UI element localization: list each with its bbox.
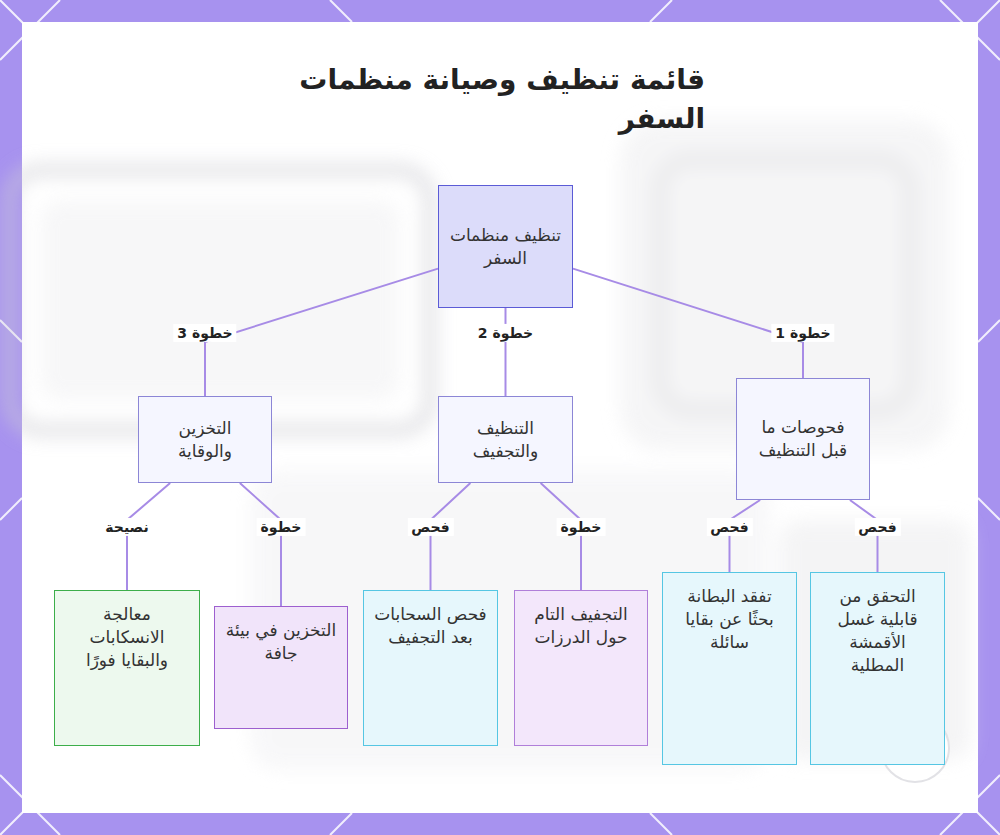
edge-label: خطوة — [257, 518, 306, 536]
edge-label: خطوة 2 — [474, 324, 537, 342]
step-box: التخزين والوقاية — [138, 396, 272, 483]
connector — [431, 483, 471, 590]
connector — [573, 269, 803, 378]
check-box: فحص السحابات بعد التجفيف — [363, 590, 498, 746]
edge-label: فحص — [407, 518, 453, 536]
node-text: معالجة الانسكابات والبقايا فورًا — [65, 603, 189, 672]
panel — [22, 22, 978, 813]
diagram-title: قائمة تنظيف وصيانة منظمات السفر — [265, 60, 705, 138]
step-box: فحوصات ما قبل التنظيف — [736, 378, 870, 500]
node-text: التنظيف والتجفيف — [449, 417, 562, 463]
connector — [205, 269, 438, 396]
edge-label: فحص — [854, 518, 900, 536]
node-text: تفقد البطانة بحثًا عن بقايا سائلة — [673, 585, 786, 654]
check-box: تفقد البطانة بحثًا عن بقايا سائلة — [662, 572, 797, 765]
node-text: التجفيف التام حول الدرزات — [525, 603, 637, 649]
edge-label: فحص — [706, 518, 752, 536]
action-box: التجفيف التام حول الدرزات — [514, 590, 648, 746]
node-text: التحقق من قابلية غسل الأقمشة المطلية — [821, 585, 934, 677]
connector — [505, 308, 507, 396]
edge-label: خطوة 1 — [771, 324, 834, 342]
connector — [127, 483, 170, 590]
root-box: تنظيف منظمات السفر — [438, 185, 573, 308]
blurred-photo — [10, 120, 970, 770]
edge-label: خطوة — [557, 518, 606, 536]
edge-label: نصيحة — [101, 518, 152, 536]
step-box: التنظيف والتجفيف — [438, 396, 573, 483]
connector — [541, 483, 581, 590]
action-box: التخزين في بيئة جافة — [214, 606, 348, 729]
node-text: التخزين والوقاية — [149, 417, 261, 463]
check-box: التحقق من قابلية غسل الأقمشة المطلية — [810, 572, 945, 765]
tip-box: معالجة الانسكابات والبقايا فورًا — [54, 590, 200, 746]
node-text: فحص السحابات بعد التجفيف — [374, 603, 487, 649]
edge-label: خطوة 3 — [173, 324, 236, 342]
node-text: تنظيف منظمات السفر — [449, 224, 562, 270]
node-text: التخزين في بيئة جافة — [225, 619, 337, 665]
node-text: فحوصات ما قبل التنظيف — [747, 416, 859, 462]
connector — [240, 483, 281, 606]
